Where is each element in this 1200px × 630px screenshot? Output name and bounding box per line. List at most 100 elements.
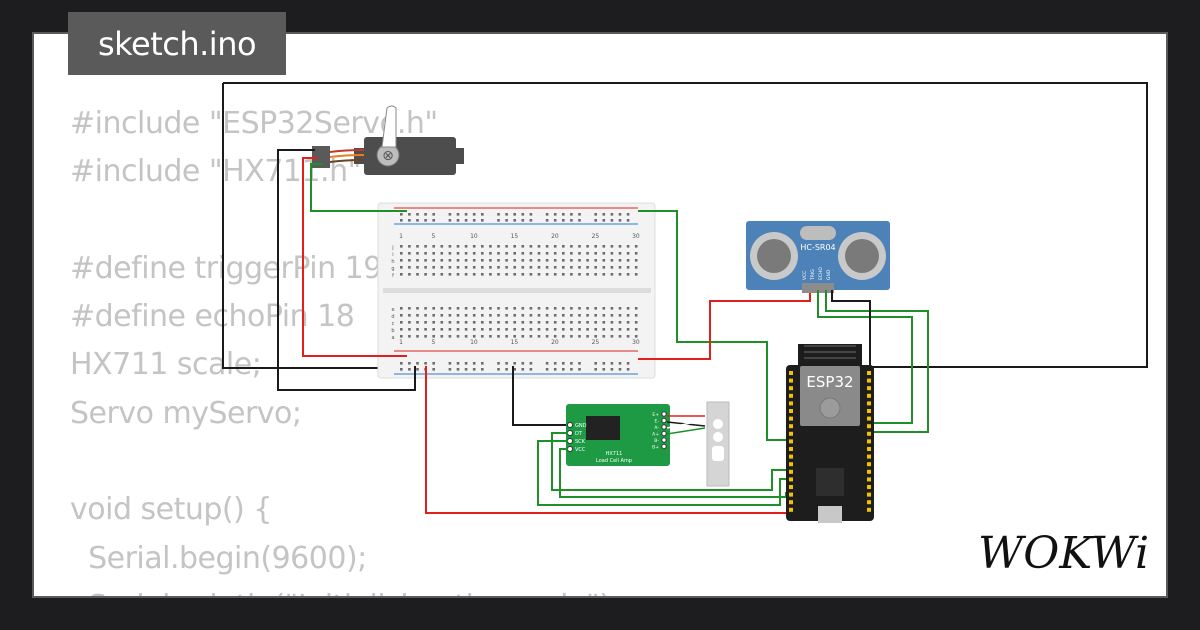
wire-servo-vcc — [302, 157, 407, 357]
breadboard-hole — [456, 335, 460, 338]
code-line: Serial.begin(9600); — [70, 540, 367, 576]
breadboard-hole — [416, 219, 419, 222]
breadboard-hole — [432, 213, 435, 216]
breadboard-hole — [594, 245, 597, 248]
breadboard-hole — [448, 259, 452, 262]
breadboard-hole — [586, 266, 589, 269]
breadboard-hole — [578, 307, 581, 310]
breadboard-hole — [578, 219, 581, 222]
breadboard-hole — [634, 252, 638, 255]
breadboard-hole — [586, 307, 589, 310]
breadboard-hole — [489, 321, 492, 324]
hx711-pin-label: B- — [654, 438, 659, 444]
esp32-pin — [867, 409, 871, 413]
esp32-pin — [867, 447, 871, 451]
breadboard-hole — [424, 321, 427, 324]
breadboard-hole — [602, 307, 606, 310]
breadboard-hole — [472, 273, 476, 276]
breadboard-hole — [400, 252, 403, 255]
file-tab[interactable]: sketch.ino — [68, 12, 286, 75]
breadboard-hole — [618, 314, 622, 317]
breadboard-number-label: 15 — [511, 339, 519, 346]
esp32-pin — [789, 409, 793, 413]
breadboard-hole — [537, 259, 541, 262]
breadboard-hole — [626, 368, 630, 371]
breadboard-hole — [489, 273, 492, 276]
breadboard-hole — [400, 362, 403, 365]
breadboard-hole — [472, 213, 476, 216]
code-line: #include "ESP32Servo.h" — [70, 106, 438, 141]
breadboard-hole — [634, 245, 638, 248]
breadboard-hole — [562, 368, 565, 371]
hx711-pin — [661, 417, 667, 424]
breadboard-row-label: h — [391, 259, 394, 265]
breadboard-hole — [521, 259, 525, 262]
breadboard-hole — [602, 314, 606, 317]
breadboard-hole — [521, 314, 525, 317]
breadboard-hole — [464, 213, 468, 216]
breadboard-hole — [505, 266, 508, 269]
breadboard-row-label: f — [392, 273, 394, 279]
breadboard-hole — [586, 321, 589, 324]
breadboard-hole — [602, 335, 606, 338]
breadboard-hole — [481, 362, 484, 365]
breadboard-hole — [578, 362, 581, 365]
breadboard-hole — [562, 252, 565, 255]
breadboard-hole — [594, 266, 597, 269]
esp32-pin — [789, 386, 793, 391]
breadboard-hole — [610, 245, 614, 248]
breadboard-hole — [618, 266, 622, 269]
breadboard-hole — [456, 314, 460, 317]
wire-hx711-gnd — [512, 366, 568, 426]
wire-sensor-gnd — [831, 290, 871, 367]
breadboard-hole — [505, 314, 508, 317]
breadboard-hole — [472, 245, 476, 248]
breadboard-hole — [456, 307, 460, 310]
breadboard-hole — [472, 259, 476, 262]
breadboard-hole — [432, 252, 435, 255]
wire-sensor-trig — [817, 290, 913, 424]
breadboard-hole — [521, 362, 525, 365]
breadboard-number-label: 20 — [551, 233, 559, 240]
breadboard-hole — [424, 362, 427, 365]
breadboard-hole — [489, 266, 492, 269]
breadboard-hole — [505, 252, 508, 255]
breadboard-hole — [416, 259, 419, 262]
breadboard-hole — [578, 328, 581, 331]
breadboard-hole — [553, 273, 557, 276]
breadboard-hole — [513, 266, 516, 269]
breadboard-hole — [618, 321, 622, 324]
breadboard-hole — [626, 252, 630, 255]
breadboard-hole — [424, 273, 427, 276]
esp32-pin — [789, 469, 793, 474]
breadboard-hole — [529, 266, 533, 269]
esp32-pin — [867, 469, 871, 474]
breadboard-hole — [400, 245, 403, 248]
breadboard-hole — [472, 307, 476, 310]
breadboard-hole — [529, 335, 533, 338]
breadboard-hole — [521, 213, 525, 216]
breadboard-row-label: i — [392, 252, 393, 258]
breadboard-hole — [529, 259, 533, 262]
breadboard-hole — [432, 219, 435, 222]
breadboard-hole — [602, 245, 606, 248]
breadboard-hole — [537, 307, 541, 310]
breadboard-hole — [456, 252, 460, 255]
breadboard-hole — [545, 335, 549, 338]
breadboard-hole — [513, 252, 516, 255]
breadboard-hole — [416, 362, 419, 365]
breadboard-hole — [513, 362, 516, 365]
breadboard-hole — [408, 314, 411, 317]
breadboard-number-label: 5 — [431, 233, 435, 240]
breadboard-hole — [416, 273, 419, 276]
breadboard-hole — [562, 321, 565, 324]
breadboard-hole — [626, 314, 630, 317]
breadboard-hole — [570, 321, 573, 324]
wire-servo-signal — [310, 163, 407, 212]
breadboard-hole — [578, 252, 581, 255]
breadboard-hole — [481, 245, 484, 248]
breadboard-hole — [408, 362, 411, 365]
breadboard-hole — [481, 259, 484, 262]
breadboard-hole — [570, 368, 573, 371]
